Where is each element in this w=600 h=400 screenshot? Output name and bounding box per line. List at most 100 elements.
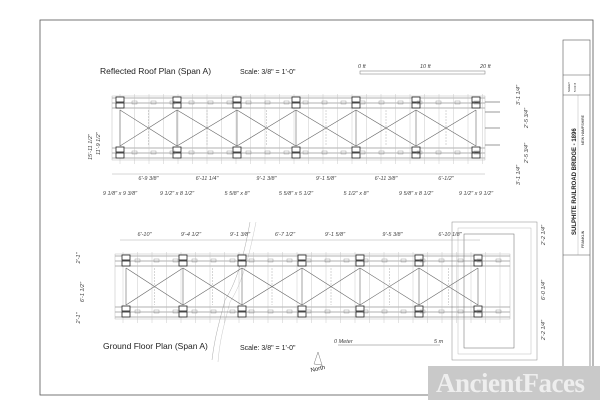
post bbox=[414, 305, 424, 312]
chord-block bbox=[343, 258, 350, 263]
post-size-label: 9 1/8" x 9 3/8" bbox=[103, 191, 138, 197]
post bbox=[237, 311, 247, 318]
post bbox=[355, 260, 365, 267]
right-dimension: 2'-2 1/4" bbox=[541, 224, 547, 246]
chord-block bbox=[454, 150, 461, 155]
post bbox=[178, 311, 188, 318]
abutment bbox=[451, 221, 538, 361]
panel-dimension: 6'-11 3/8" bbox=[375, 176, 399, 182]
chord-block bbox=[264, 100, 271, 105]
chord-block bbox=[248, 258, 255, 263]
post bbox=[121, 260, 131, 267]
panel-dimension: 9'-1 3/8" bbox=[256, 176, 277, 182]
post bbox=[414, 311, 424, 318]
chord-block bbox=[172, 309, 179, 314]
post bbox=[291, 146, 301, 153]
post-size-label: 5 5/8" x 8" bbox=[224, 191, 250, 197]
post bbox=[297, 260, 307, 267]
chord-block bbox=[229, 258, 236, 263]
post bbox=[473, 260, 483, 267]
post bbox=[351, 96, 361, 103]
post bbox=[115, 96, 125, 103]
chord-block bbox=[305, 309, 312, 314]
truss-outline bbox=[114, 253, 511, 320]
post bbox=[237, 260, 247, 267]
post bbox=[351, 146, 361, 153]
roof-plan-title: Reflected Roof Plan (Span A) bbox=[100, 66, 211, 76]
floor-plan-scale: Scale: 3/8" = 1'-0" bbox=[240, 345, 296, 352]
chord-block bbox=[207, 100, 214, 105]
chord-block bbox=[324, 309, 331, 314]
panel-dimension: 6'-10 1/8" bbox=[438, 232, 462, 238]
sheet-label: SHEET bbox=[567, 82, 571, 92]
post bbox=[414, 260, 424, 267]
post bbox=[355, 311, 365, 318]
panel-dimension: 9'-4 1/2" bbox=[181, 232, 202, 238]
post bbox=[351, 152, 361, 159]
post bbox=[178, 260, 188, 267]
chord-block bbox=[283, 150, 290, 155]
right-dimension: 6'-0 1/4" bbox=[541, 279, 547, 300]
sheet-number: 5 OF 8 bbox=[573, 82, 577, 92]
right-dimension: 2'-2 1/4" bbox=[541, 319, 547, 341]
post bbox=[291, 102, 301, 109]
chord-block bbox=[169, 150, 176, 155]
chord-block bbox=[419, 309, 426, 314]
post bbox=[172, 146, 182, 153]
post bbox=[473, 254, 483, 261]
chord-block bbox=[340, 150, 347, 155]
reflected-roof-plan: Reflected Roof Plan (Span A) Scale: 3/8"… bbox=[88, 64, 530, 197]
panel-dimension: 6'-11 1/4" bbox=[196, 176, 220, 182]
bridge-name: SULPHITE RAILROAD BRIDGE - 1896 bbox=[572, 128, 578, 235]
chord-block bbox=[305, 258, 312, 263]
north-arrow: North bbox=[310, 351, 326, 374]
post bbox=[473, 311, 483, 318]
chord-block bbox=[134, 309, 141, 314]
post bbox=[411, 152, 421, 159]
city-label: FRANKLIN bbox=[581, 230, 585, 248]
watermark-logo: AncientFaces bbox=[428, 366, 600, 400]
chord-block bbox=[226, 100, 233, 105]
state-label: NEW HAMPSHIRE bbox=[581, 114, 585, 145]
post bbox=[232, 152, 242, 159]
chord-block bbox=[286, 258, 293, 263]
panel-dimension: 9'-1 5/8" bbox=[316, 176, 337, 182]
chord-block bbox=[495, 309, 502, 314]
post bbox=[471, 146, 481, 153]
chord-block bbox=[245, 100, 252, 105]
ground-floor-plan: 6'-10"9'-4 1/2"9'-1 3/8"6'-7 1/2"9'-1 5/… bbox=[76, 221, 547, 374]
panel-dimension: 6'-1/2" bbox=[438, 176, 455, 182]
post bbox=[411, 96, 421, 103]
post bbox=[232, 146, 242, 153]
chord-block bbox=[172, 258, 179, 263]
chord-block bbox=[131, 150, 138, 155]
chord-block bbox=[343, 309, 350, 314]
chord-block bbox=[264, 150, 271, 155]
title-block: SULPHITE RAILROAD BRIDGE - 1896 NEW HAMP… bbox=[562, 39, 591, 389]
right-dimension: 2'-5 3/4" bbox=[524, 142, 530, 164]
post bbox=[121, 305, 131, 312]
chord-block bbox=[419, 258, 426, 263]
post bbox=[411, 146, 421, 153]
panel-dimension: 6'-9 3/8" bbox=[138, 176, 159, 182]
right-dimension: 3'-1 1/4" bbox=[516, 84, 522, 105]
post bbox=[297, 254, 307, 261]
chord-block bbox=[191, 258, 198, 263]
chord-block bbox=[362, 258, 369, 263]
chord-block bbox=[321, 150, 328, 155]
post bbox=[291, 152, 301, 159]
chord-block bbox=[438, 309, 445, 314]
panel-dimension: 9'-5 3/8" bbox=[382, 232, 403, 238]
scale-bar-label: 0 ft bbox=[358, 64, 366, 70]
chord-block bbox=[476, 309, 483, 314]
post bbox=[232, 102, 242, 109]
right-dimension: 3'-1 1/4" bbox=[516, 164, 522, 185]
post bbox=[172, 152, 182, 159]
chord-block bbox=[438, 258, 445, 263]
chord-block bbox=[248, 309, 255, 314]
post bbox=[237, 305, 247, 312]
chord-block bbox=[267, 309, 274, 314]
chord-block bbox=[359, 100, 366, 105]
left-dimension: 6'-1 1/2" bbox=[80, 281, 86, 302]
